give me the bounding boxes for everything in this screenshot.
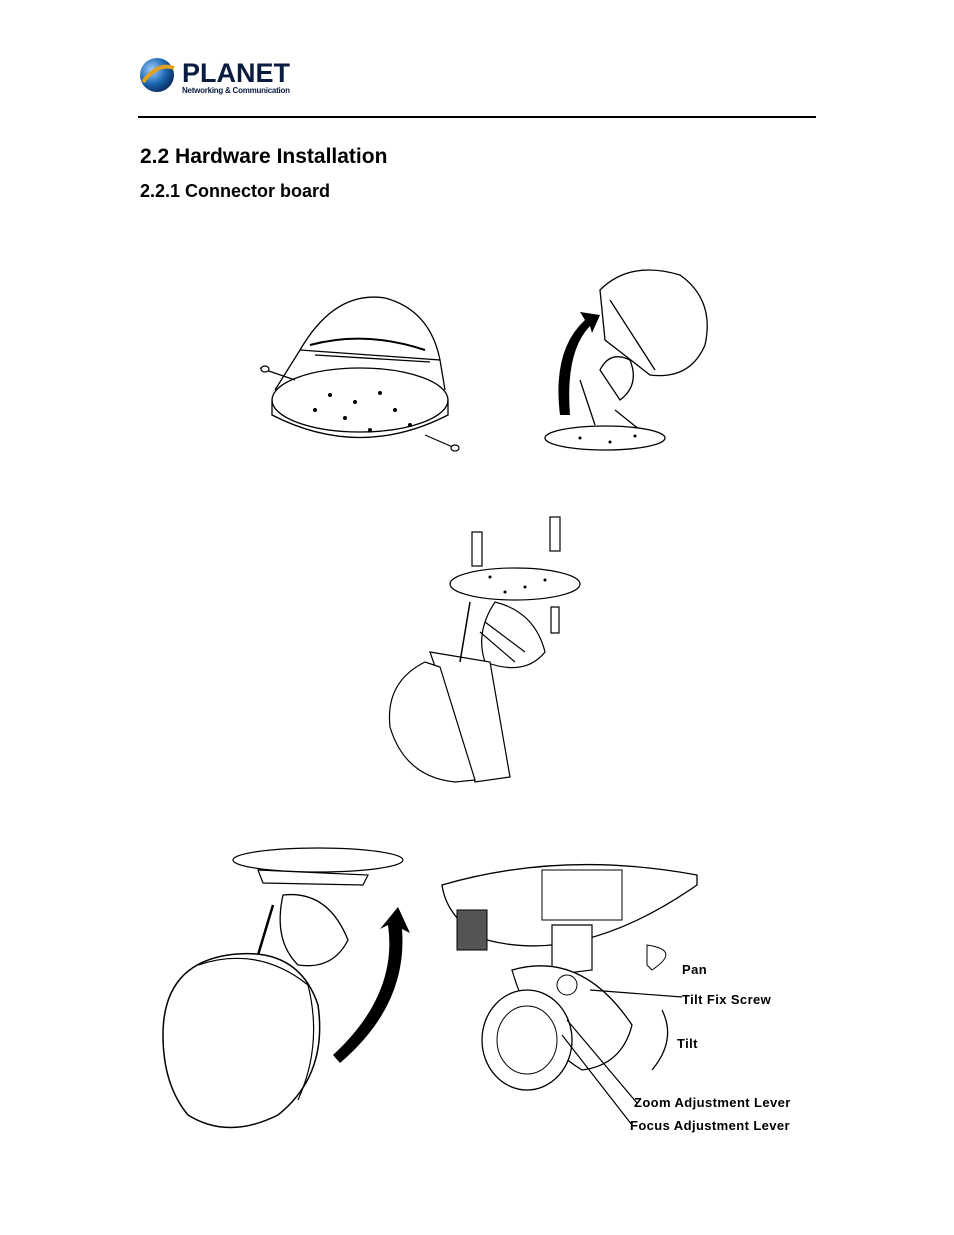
figure-mount-spacers [388,516,581,783]
label-pan: Pan [682,962,707,977]
planet-logo: PLANET Networking & Communication [140,58,291,95]
label-zoom-lever: Zoom Adjustment Lever [634,1095,791,1110]
globe-icon [140,58,174,92]
label-tilt: Tilt [677,1036,698,1051]
figure-camera-adjustments: Pan Tilt Fix Screw Tilt Zoom Adjustment … [441,863,791,1133]
subsection-title: 2.2.1 Connector board [140,181,331,201]
figure-dome-lifted [544,269,708,451]
label-tilt-fix-screw: Tilt Fix Screw [682,992,772,1007]
figure-dome-camera-closed [259,296,460,452]
section-title: 2.2 Hardware Installation [140,145,388,168]
header-rule [138,116,816,118]
brand-name: PLANET [182,58,291,88]
up-arrow-icon [558,312,600,415]
curved-arrow-icon [333,907,410,1063]
brand-tagline: Networking & Communication [182,86,290,95]
label-focus-lever: Focus Adjustment Lever [630,1118,790,1133]
figure-dome-rotated [162,847,410,1129]
